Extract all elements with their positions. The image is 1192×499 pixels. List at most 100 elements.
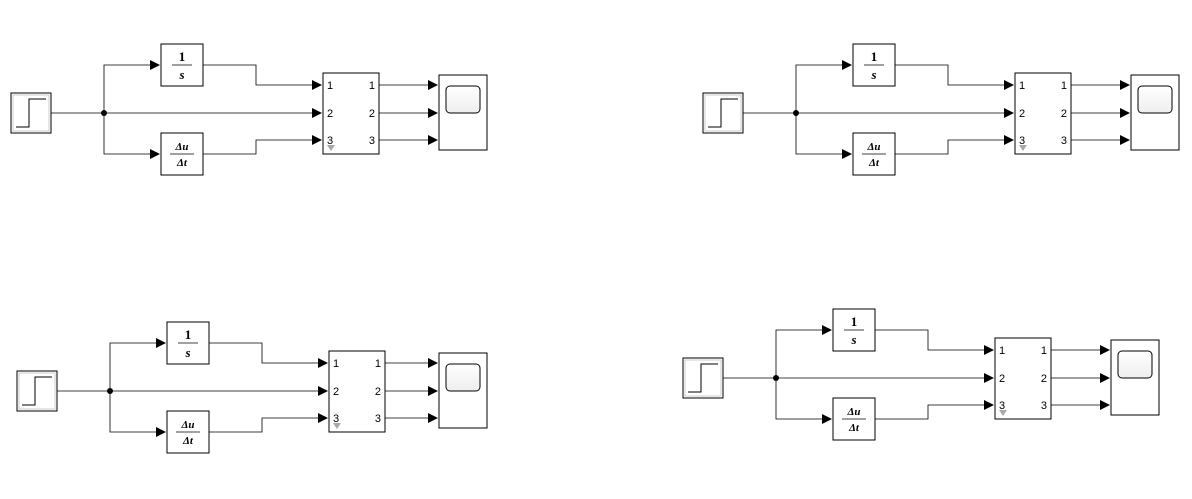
trigger-arrow-icon — [327, 145, 335, 151]
derivative-block[interactable]: Δu Δt — [160, 132, 204, 176]
trigger-arrow-icon — [999, 410, 1007, 416]
diagram-top-left: 1 s Δu Δt 1 2 3 1 2 3 — [10, 43, 488, 176]
integrator-block[interactable]: 1 s — [832, 308, 876, 352]
branch-point — [773, 375, 779, 381]
step-icon — [708, 98, 738, 128]
signal-line — [795, 113, 852, 159]
trigger-arrow-icon — [333, 423, 341, 429]
signal-lines — [57, 338, 438, 437]
signal-line — [209, 342, 328, 368]
bus-out-port-label: 1 — [375, 358, 381, 370]
bus-in-port-label: 1 — [333, 358, 339, 370]
derivative-denominator: Δt — [868, 157, 880, 169]
derivative-block[interactable]: Δu Δt — [832, 397, 876, 441]
step-block[interactable] — [702, 92, 744, 134]
integrator-block[interactable]: 1 s — [166, 321, 210, 365]
signal-line — [875, 329, 994, 355]
signal-lines — [51, 60, 438, 159]
step-icon — [688, 363, 718, 393]
scope-block[interactable] — [1130, 74, 1180, 151]
signal-line — [775, 378, 832, 424]
step-icon — [16, 98, 46, 128]
integrator-denominator: s — [184, 345, 190, 360]
scope-screen-icon — [445, 363, 481, 392]
signal-line — [775, 325, 832, 378]
derivative-numerator: Δu — [846, 406, 860, 418]
integrator-numerator: 1 — [179, 49, 186, 64]
bus-out-port-label: 2 — [369, 108, 375, 120]
derivative-numerator: Δu — [174, 141, 188, 153]
bus-out-port-label: 3 — [375, 413, 381, 425]
integrator-numerator: 1 — [871, 49, 878, 64]
bus-in-port-label: 1 — [327, 80, 333, 92]
scope-block[interactable] — [1110, 339, 1160, 416]
signal-line — [109, 391, 166, 437]
signal-line — [795, 60, 852, 113]
integrator-denominator: s — [870, 67, 876, 82]
integrator-block[interactable]: 1 s — [160, 43, 204, 87]
bus-in-port-label: 2 — [999, 373, 1005, 385]
bus-block[interactable]: 1 2 3 1 2 3 — [328, 350, 386, 433]
bus-in-port-label: 3 — [327, 135, 333, 147]
scope-screen-icon — [1117, 350, 1153, 379]
integrator-denominator: s — [178, 67, 184, 82]
trigger-arrow-icon — [1019, 145, 1027, 151]
bus-out-port-label: 1 — [369, 80, 375, 92]
bus-block[interactable]: 1 2 3 1 2 3 — [322, 72, 380, 155]
integrator-numerator: 1 — [851, 314, 858, 329]
signal-line — [109, 338, 166, 391]
diagram-bottom-right: 1 s Δu Δt 1 2 3 1 2 3 — [682, 308, 1160, 441]
bus-block[interactable]: 1 2 3 1 2 3 — [994, 337, 1052, 420]
signal-line — [203, 64, 322, 90]
bus-out-port-label: 1 — [1041, 345, 1047, 357]
signal-lines — [723, 325, 1110, 424]
signal-lines — [743, 60, 1130, 159]
step-block[interactable] — [16, 370, 58, 412]
bus-out-port-label: 2 — [375, 386, 381, 398]
signal-line — [895, 135, 1014, 155]
bus-in-port-label: 1 — [999, 345, 1005, 357]
signal-line — [209, 413, 328, 433]
bus-in-port-label: 3 — [333, 413, 339, 425]
bus-in-port-label: 2 — [333, 386, 339, 398]
branch-point — [793, 110, 799, 116]
bus-in-port-label: 2 — [1019, 108, 1025, 120]
scope-block[interactable] — [438, 352, 488, 429]
bus-out-port-label: 2 — [1041, 373, 1047, 385]
bus-in-port-label: 2 — [327, 108, 333, 120]
bus-out-port-label: 3 — [369, 135, 375, 147]
step-block[interactable] — [10, 92, 52, 134]
derivative-denominator: Δt — [848, 422, 860, 434]
step-block[interactable] — [682, 357, 724, 399]
step-icon — [22, 376, 52, 406]
bus-out-port-label: 3 — [1061, 135, 1067, 147]
derivative-numerator: Δu — [866, 141, 880, 153]
diagram-top-right: 1 s Δu Δt 1 2 3 1 2 3 — [702, 43, 1180, 176]
derivative-numerator: Δu — [180, 419, 194, 431]
signal-line — [875, 400, 994, 420]
bus-in-port-label: 1 — [1019, 80, 1025, 92]
branch-point — [107, 388, 113, 394]
bus-out-port-label: 3 — [1041, 400, 1047, 412]
derivative-denominator: Δt — [176, 157, 188, 169]
bus-block[interactable]: 1 2 3 1 2 3 — [1014, 72, 1072, 155]
bus-in-port-label: 3 — [1019, 135, 1025, 147]
derivative-denominator: Δt — [182, 435, 194, 447]
branch-point — [101, 110, 107, 116]
signal-line — [203, 135, 322, 155]
bus-in-port-label: 3 — [999, 400, 1005, 412]
signal-line — [103, 113, 160, 159]
derivative-block[interactable]: Δu Δt — [166, 410, 210, 454]
signal-line — [103, 60, 160, 113]
integrator-block[interactable]: 1 s — [852, 43, 896, 87]
integrator-numerator: 1 — [185, 327, 192, 342]
bus-out-port-label: 2 — [1061, 108, 1067, 120]
integrator-denominator: s — [850, 332, 856, 347]
signal-line — [895, 64, 1014, 90]
bus-out-port-label: 1 — [1061, 80, 1067, 92]
scope-screen-icon — [445, 85, 481, 114]
diagram-bottom-left: 1 s Δu Δt 1 2 3 1 2 3 — [16, 321, 488, 454]
derivative-block[interactable]: Δu Δt — [852, 132, 896, 176]
scope-block[interactable] — [438, 74, 488, 151]
